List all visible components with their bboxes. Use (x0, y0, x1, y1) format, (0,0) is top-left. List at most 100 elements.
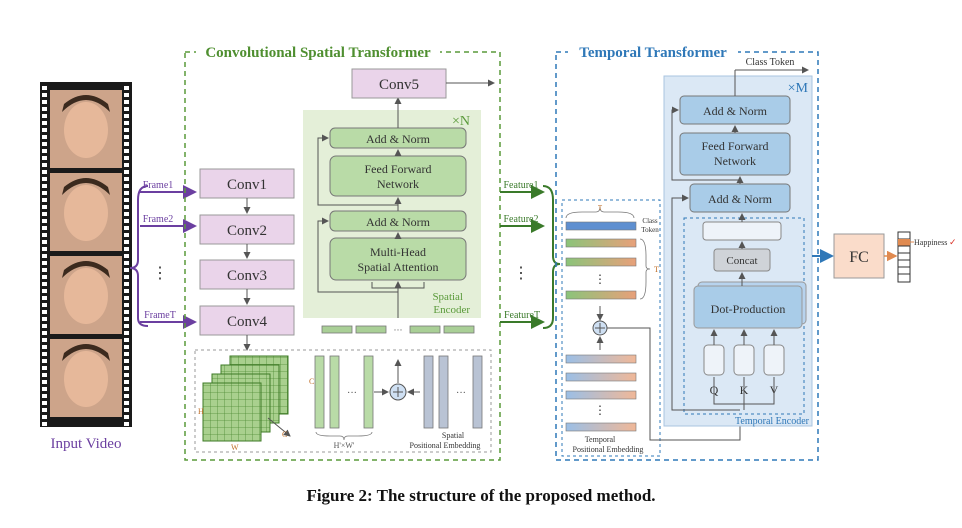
sprocket-hole (42, 142, 47, 146)
spatial-pos-label-1: Spatial (442, 431, 465, 440)
projection-block (702, 221, 782, 241)
spatial-attention-line2: Spatial Attention (358, 260, 439, 274)
sprocket-hole (124, 226, 129, 230)
spatial-add-norm-bottom-label: Add & Norm (366, 215, 431, 229)
sprocket-hole (42, 219, 47, 223)
feature-ellipsis: ⋮ (513, 265, 529, 282)
sprocket-hole (42, 289, 47, 293)
feature-map-cube (202, 355, 291, 442)
sprocket-hole (42, 338, 47, 342)
sprocket-hole (42, 380, 47, 384)
sprocket-hole (124, 135, 129, 139)
sprocket-hole (124, 310, 129, 314)
frame-label-t: FrameT (144, 310, 176, 321)
sprocket-hole (124, 366, 129, 370)
v-projection (763, 344, 785, 376)
conv4-block (199, 305, 295, 336)
conv2-label: Conv2 (227, 223, 267, 239)
feature-token (565, 238, 637, 248)
feature-connectors: Feature1 Feature2 ⋮ FeatureT (500, 180, 561, 329)
class-token-label-2: Token (641, 226, 659, 234)
sprocket-hole (42, 240, 47, 244)
sprocket-hole (124, 142, 129, 146)
temporal-token-panel: T Class Token ⋮ T ⋮ Temporal Positional … (561, 199, 744, 457)
sprocket-hole (42, 282, 47, 286)
token-dim-label: T (598, 204, 603, 212)
sprocket-hole (42, 345, 47, 349)
sprocket-hole (42, 128, 47, 132)
frame-connectors: Frame1 Frame2 ⋮ FrameT (129, 180, 197, 329)
happiness-label: Happiness (914, 238, 947, 247)
sprocket-hole (42, 324, 47, 328)
sprocket-hole (124, 422, 129, 426)
sprocket-hole (124, 177, 129, 181)
sprocket-hole (124, 191, 129, 195)
sprocket-hole (124, 205, 129, 209)
sprocket-hole (124, 254, 129, 258)
video-frame-1 (50, 90, 122, 168)
temporal-repeat-label: ×M (788, 81, 809, 96)
sprocket-hole (124, 289, 129, 293)
dim-w-label: W (231, 443, 239, 452)
svg-text:···: ··· (456, 388, 466, 399)
sprocket-hole (42, 387, 47, 391)
token-ellipsis: ⋮ (594, 272, 606, 286)
dim-h-label: H (198, 407, 204, 416)
pos-ellipsis: ⋮ (594, 403, 606, 417)
temporal-pos-vector (565, 372, 637, 382)
conv4-label: Conv4 (227, 314, 268, 330)
video-frame-2 (50, 173, 122, 251)
temporal-t-label: T (654, 265, 659, 274)
sprocket-hole (124, 352, 129, 356)
conv1-label: Conv1 (227, 177, 267, 193)
sprocket-hole (42, 233, 47, 237)
temporal-pos-vector (565, 390, 637, 400)
q-projection (703, 344, 725, 376)
conv5-label: Conv5 (379, 77, 419, 93)
sprocket-hole (42, 268, 47, 272)
sprocket-hole (42, 317, 47, 321)
flatten-embedding-panel: H W C C ··· H'×W' ··· Spatial Positio (194, 349, 492, 453)
sprocket-hole (124, 212, 129, 216)
conv1-block (199, 168, 295, 199)
sprocket-hole (124, 275, 129, 279)
sprocket-hole (42, 373, 47, 377)
feature-label-1: Feature1 (504, 180, 539, 191)
sprocket-hole (124, 387, 129, 391)
sprocket-hole (42, 86, 47, 90)
sprocket-hole (124, 296, 129, 300)
fc-block (833, 233, 885, 279)
sprocket-hole (124, 128, 129, 132)
spatial-encoder: ×N Add & Norm Feed Forward Network Add &… (303, 97, 481, 318)
sprocket-hole (42, 247, 47, 251)
pos-vector (472, 355, 483, 429)
sprocket-hole (124, 198, 129, 202)
sprocket-hole (124, 170, 129, 174)
class-token-vector (565, 221, 637, 231)
input-video-label: Input Video (51, 436, 122, 452)
sprocket-hole (42, 408, 47, 412)
sprocket-hole (42, 170, 47, 174)
temporal-add-norm-bottom-label: Add & Norm (708, 192, 773, 206)
sprocket-hole (42, 261, 47, 265)
sprocket-hole (42, 296, 47, 300)
temporal-transformer-title: Temporal Transformer (579, 45, 727, 61)
flatten-size-label: H'×W' (334, 441, 355, 450)
sprocket-hole (42, 415, 47, 419)
classifier-head: FC Happiness ✓ (812, 231, 957, 283)
sprocket-hole (124, 149, 129, 153)
sprocket-hole (124, 247, 129, 251)
input-video: Input Video (40, 82, 132, 452)
spatial-transformer: Convolutional Spatial Transformer Conv1 … (184, 44, 501, 461)
sprocket-hole (124, 240, 129, 244)
sprocket-hole (124, 261, 129, 265)
sprocket-hole (42, 275, 47, 279)
class-token-label-1: Class (642, 217, 657, 225)
sprocket-hole (124, 338, 129, 342)
temporal-pos-label-1: Temporal (585, 435, 616, 444)
sprocket-hole (42, 107, 47, 111)
film-sprockets (42, 86, 129, 426)
sprocket-hole (42, 254, 47, 258)
spatial-encoder-label-2: Encoder (433, 304, 470, 316)
sprocket-hole (42, 198, 47, 202)
